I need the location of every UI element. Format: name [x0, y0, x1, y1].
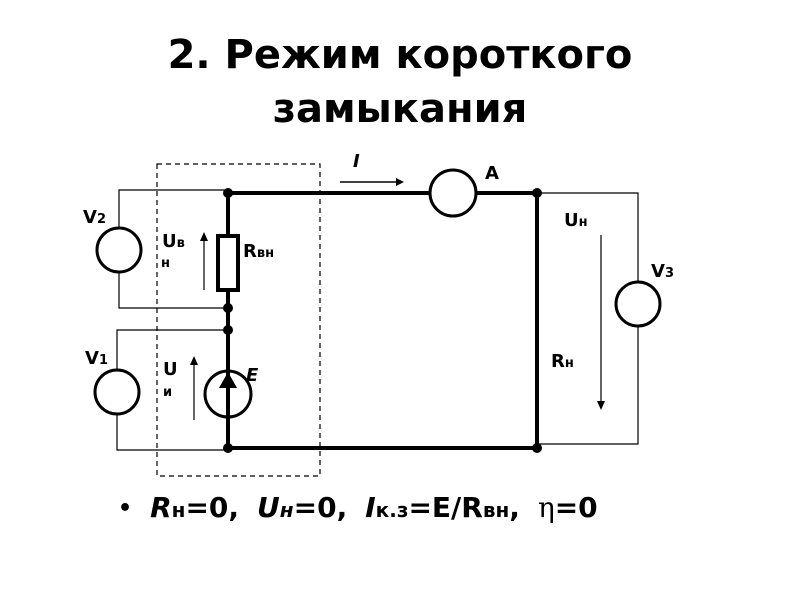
- slide-title: 2. Режим короткого замыкания: [0, 28, 800, 136]
- source-voltage-label-sub: и: [163, 385, 173, 400]
- bullet: •: [118, 496, 133, 521]
- ammeter-label: A: [485, 163, 499, 184]
- internal-resistance-label: Rвн: [243, 241, 275, 262]
- title-line-2: замыкания: [272, 86, 528, 132]
- v1-label: V1: [85, 348, 108, 369]
- v2-label: V2: [83, 207, 106, 228]
- formula-rn: R: [150, 491, 172, 524]
- main-circuit-wires: [226, 191, 539, 450]
- load-voltage-label: Uн: [564, 210, 588, 231]
- emf-source-symbol: [203, 369, 253, 419]
- formula-ik: I: [365, 491, 376, 524]
- formula-un: U: [257, 491, 280, 524]
- v3-label: V3: [651, 261, 674, 282]
- voltmeter-v2-symbol: [95, 226, 143, 274]
- current-label: I: [353, 151, 360, 172]
- formula-eta: η: [537, 491, 555, 524]
- title-line-1: 2. Режим короткого: [167, 32, 633, 78]
- source-voltage-label: U: [163, 359, 178, 380]
- voltmeter-v1-symbol: [93, 368, 141, 416]
- internal-voltage-label: Uв: [162, 231, 185, 252]
- load-resistance-label: Rн: [551, 351, 574, 372]
- load-voltage-arrow: [597, 235, 605, 410]
- internal-resistor: [216, 234, 240, 292]
- current-arrow: [340, 178, 404, 186]
- internal-voltage-arrow: [200, 232, 208, 290]
- junction-dots: [223, 188, 542, 453]
- voltmeter-wires: [116, 189, 639, 451]
- source-boundary: [156, 163, 321, 477]
- voltmeter-v3-symbol: [614, 280, 662, 328]
- ammeter-symbol: [428, 168, 478, 218]
- short-circuit-formula: •Rн=0,Uн=0,Iк.з=E/Rвн,η=0: [118, 491, 598, 524]
- source-voltage-arrow: [190, 356, 198, 420]
- internal-voltage-label-sub: н: [161, 256, 170, 271]
- emf-label: E: [246, 365, 259, 386]
